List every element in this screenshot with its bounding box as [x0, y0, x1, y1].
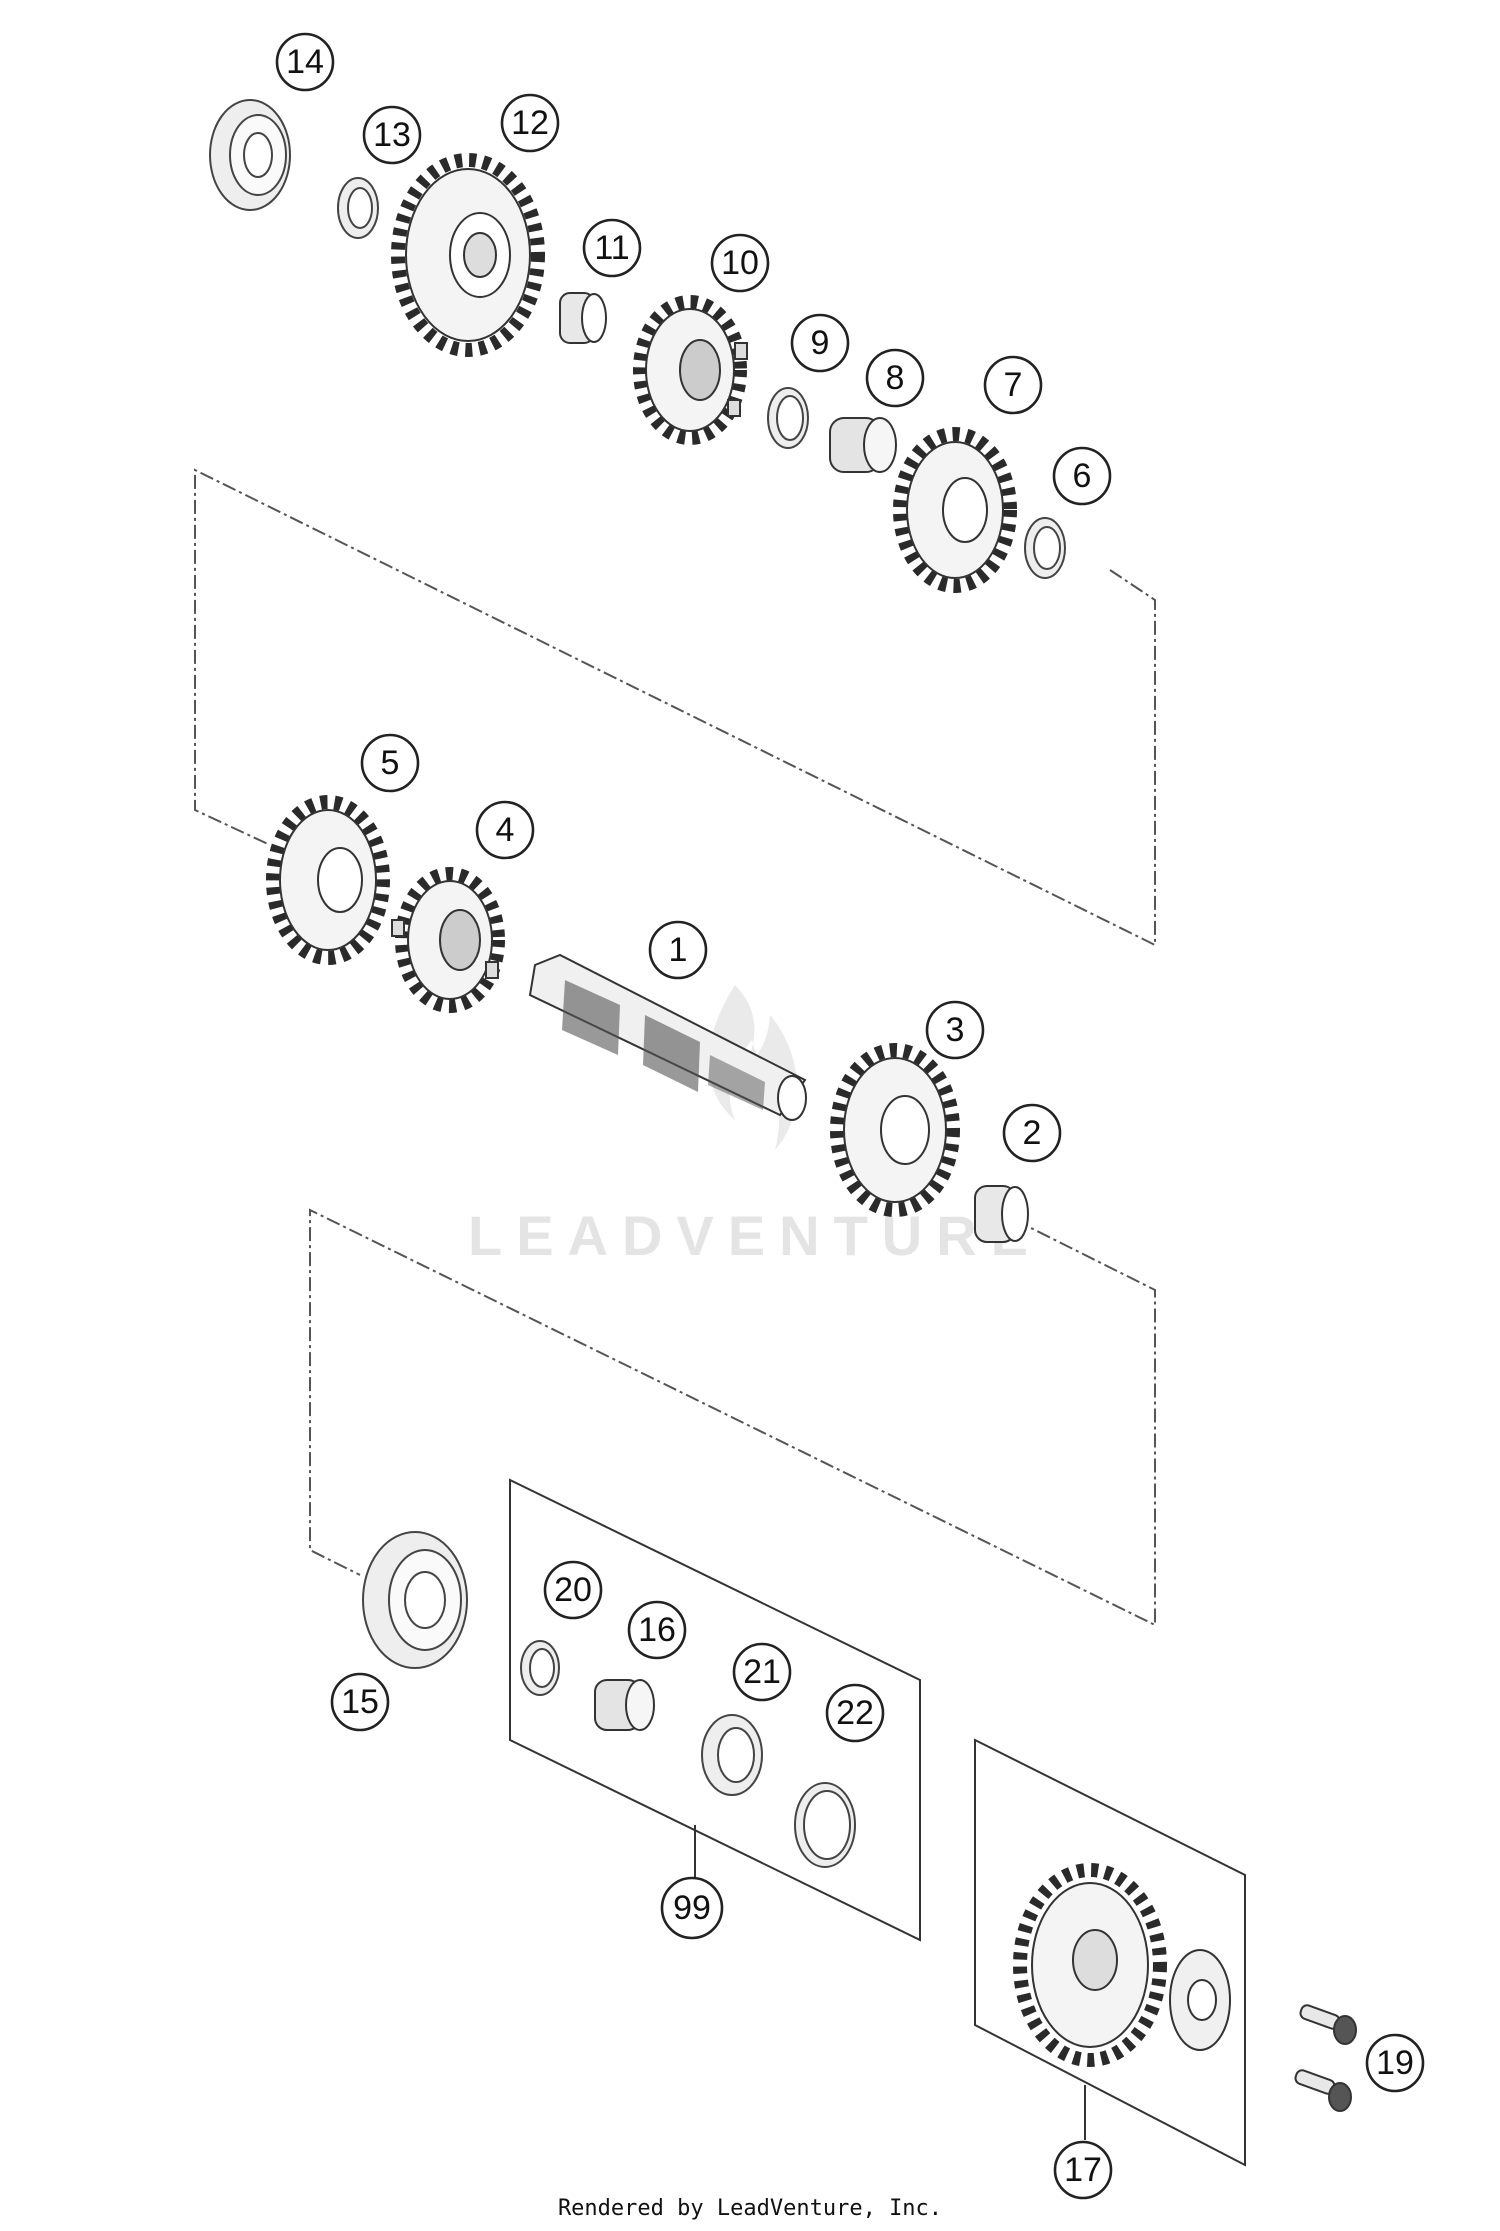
- callout-99: 99: [660, 1876, 724, 1940]
- part-16-bushing: [594, 1679, 655, 1731]
- part-8-needle-bearing: [829, 417, 897, 473]
- callout-7: 7: [983, 355, 1043, 415]
- svg-text:15: 15: [341, 1683, 379, 1721]
- part-13-washer: [337, 177, 379, 239]
- part-4-gear: [391, 867, 505, 1013]
- callout-4: 4: [475, 800, 535, 860]
- part-12-gear: [391, 153, 545, 357]
- callout-10: 10: [710, 233, 770, 293]
- callout-13: 13: [362, 105, 422, 165]
- callout-5: 5: [360, 733, 420, 793]
- upper-reference-frame: [194, 468, 1156, 947]
- svg-text:16: 16: [638, 1611, 676, 1649]
- svg-text:14: 14: [286, 43, 324, 81]
- svg-text:6: 6: [1073, 457, 1092, 495]
- part-14-bearing: [209, 99, 291, 211]
- svg-text:5: 5: [381, 744, 400, 782]
- callout-17: 17: [1053, 2140, 1113, 2200]
- svg-text:17: 17: [1064, 2151, 1102, 2189]
- part-19-screws: [1294, 2004, 1357, 2112]
- kit-17-frame: [974, 1738, 1246, 2167]
- part-21-seal: [701, 1714, 763, 1796]
- watermark-flame-icon: [708, 985, 798, 1150]
- callout-12: 12: [500, 93, 560, 153]
- svg-text:11: 11: [594, 229, 629, 267]
- callout-8: 8: [865, 348, 925, 408]
- part-5-gear: [266, 795, 390, 965]
- part-20-ring: [520, 1640, 560, 1696]
- callout-16: 16: [627, 1600, 687, 1660]
- part-17-sprocket: [1013, 1863, 1167, 2067]
- svg-text:13: 13: [373, 116, 411, 154]
- svg-text:9: 9: [811, 324, 830, 362]
- callout-2: 2: [1002, 1103, 1062, 1163]
- callout-20: 20: [543, 1560, 603, 1620]
- svg-text:1: 1: [669, 931, 688, 969]
- svg-text:10: 10: [721, 244, 759, 282]
- callout-19: 19: [1365, 2033, 1425, 2093]
- svg-text:8: 8: [886, 359, 905, 397]
- svg-text:22: 22: [836, 1694, 874, 1732]
- part-3-gear: [830, 1043, 960, 1217]
- part-22-ring: [794, 1782, 856, 1868]
- callout-14: 14: [275, 32, 335, 92]
- watermark: LEADVENTURE: [468, 985, 1042, 1267]
- watermark-text: LEADVENTURE: [468, 1204, 1042, 1267]
- part-1-shaft: [528, 953, 807, 1121]
- svg-text:2: 2: [1023, 1114, 1042, 1152]
- callout-1: 1: [648, 920, 708, 980]
- part-2-bushing: [974, 1185, 1029, 1243]
- part-15-bearing: [362, 1531, 468, 1669]
- svg-text:7: 7: [1004, 366, 1023, 404]
- svg-text:3: 3: [946, 1011, 965, 1049]
- callout-6: 6: [1052, 446, 1112, 506]
- callout-15: 15: [330, 1672, 390, 1732]
- part-10-gear: [633, 295, 748, 445]
- render-credit: Rendered by LeadVenture, Inc.: [557, 2196, 943, 2221]
- part-7-gear: [893, 427, 1017, 593]
- callout-21: 21: [732, 1642, 792, 1702]
- part-6-washer: [1024, 517, 1066, 579]
- callouts: 14 13 12 11 10 9 8 7 6 5 4 1 3 2 20 16 2…: [275, 32, 1425, 2200]
- callout-9: 9: [790, 313, 850, 373]
- svg-text:99: 99: [673, 1889, 711, 1927]
- svg-text:12: 12: [511, 104, 549, 142]
- part-9-snap-ring: [767, 387, 809, 449]
- svg-text:4: 4: [496, 811, 515, 849]
- kit-99-frame: [509, 1478, 921, 1942]
- lower-reference-frame: [309, 1208, 1156, 1627]
- callout-22: 22: [825, 1683, 885, 1743]
- callout-3: 3: [925, 1000, 985, 1060]
- callout-11: 11: [582, 218, 642, 278]
- svg-text:21: 21: [743, 1653, 781, 1691]
- part-17-retaining-plate: [1169, 1949, 1231, 2051]
- svg-text:20: 20: [554, 1571, 592, 1609]
- svg-text:19: 19: [1376, 2044, 1414, 2082]
- part-11-bushing: [559, 292, 607, 344]
